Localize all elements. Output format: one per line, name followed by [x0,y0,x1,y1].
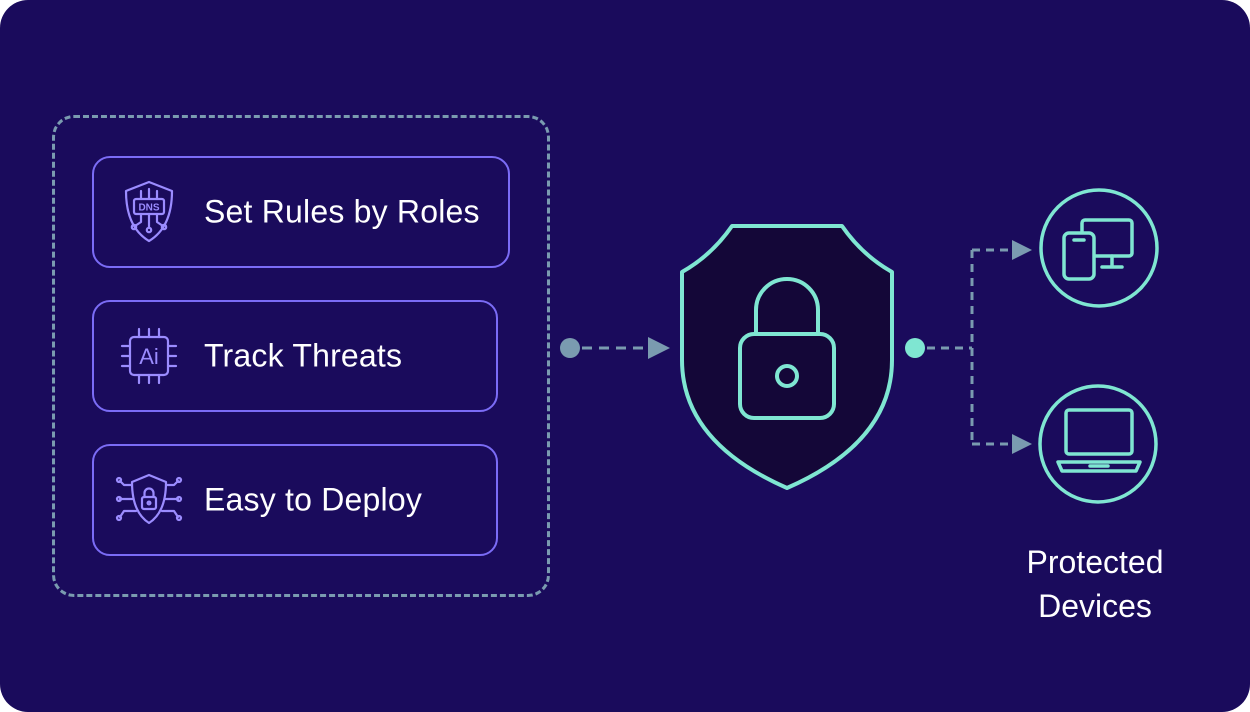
feature-card-easy-deploy: Easy to Deploy [92,444,498,556]
caption-line-2: Devices [1038,588,1152,624]
caption-line-1: Protected [1026,544,1164,580]
feature-label: Set Rules by Roles [204,193,480,230]
connector-shield-to-devices [905,240,1032,454]
circuit-shield-lock-icon [114,465,184,535]
connector-features-to-shield [560,337,670,359]
dns-badge-text: DNS [138,203,159,214]
laptop-icon [1038,384,1158,504]
shield-lock-icon [680,224,894,490]
feature-card-set-rules: DNS Set Rules by Roles [92,156,510,268]
ai-chip-text: Ai [139,344,159,369]
ai-chip-icon: Ai [114,321,184,391]
phone-monitor-icon [1039,188,1159,308]
features-group-frame [52,115,550,597]
protected-devices-caption: Protected Devices [995,540,1195,628]
dns-shield-icon: DNS [114,177,184,247]
feature-label: Track Threats [204,337,403,374]
feature-label: Easy to Deploy [204,481,423,518]
feature-card-track-threats: Ai Track Threats [92,300,498,412]
